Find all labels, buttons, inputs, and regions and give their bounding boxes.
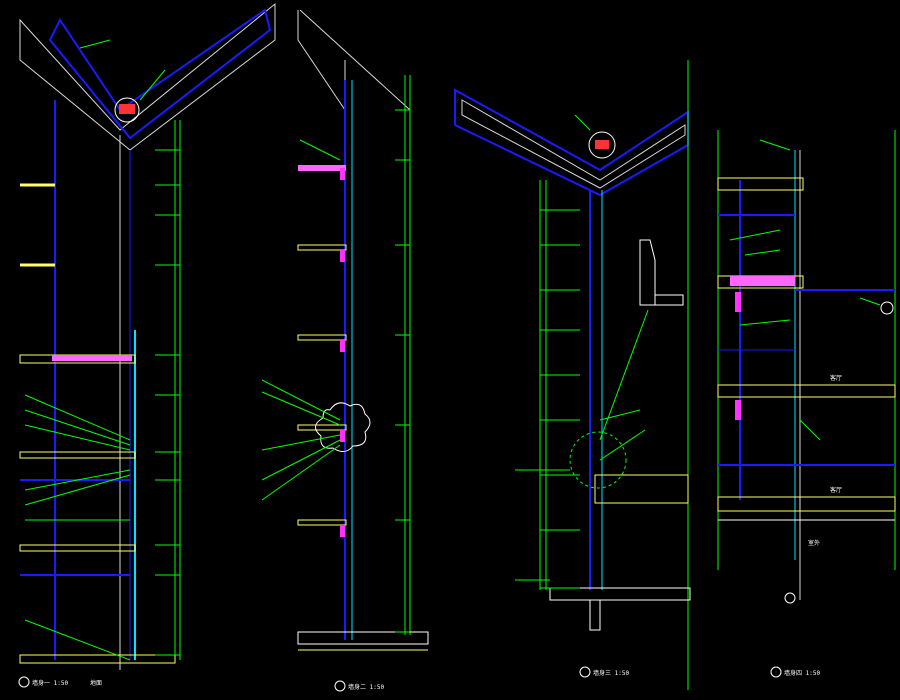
gutter-detail-circle-1: [114, 97, 140, 123]
roof-outline-3: [461, 99, 686, 189]
roof-outline-1: [19, 2, 276, 151]
wall-section-1: 墙身一 1:50 地面: [18, 2, 276, 688]
dim-ticks-3: [540, 209, 580, 589]
slab-2b: [297, 334, 347, 341]
slab-trim-4: [730, 276, 795, 286]
slab-1c: [19, 544, 136, 552]
floor-label-4: 室外: [808, 539, 820, 547]
section-title-3: 墙身三 1:50: [593, 669, 629, 677]
section-title-marker-4: [770, 666, 782, 678]
gutter-icon-3: [595, 140, 609, 149]
gutter-icon-1: [119, 104, 135, 114]
leader-lines-2: [261, 139, 341, 501]
section-title-1: 墙身一 1:50: [32, 679, 68, 687]
slab-1d: [19, 654, 176, 664]
wall-section-2: 墙身二 1:50: [261, 9, 429, 692]
floor-slab-3: [594, 474, 689, 504]
leader-lines-4: [729, 139, 881, 441]
slab-trim-2a: [298, 165, 346, 171]
detail-marker-icon-4: [880, 301, 894, 315]
wall-section-4: 墙身四 1:50 客厅 客厅 室外: [717, 130, 896, 678]
trim-marks-2: [340, 168, 345, 537]
floor-label-1: 地面: [90, 679, 102, 687]
ground-slab-3: [549, 587, 691, 601]
wall-section-3: 墙身三 1:50: [454, 60, 691, 690]
dim-ticks-2: [395, 109, 410, 633]
trim-marks-4: [735, 292, 741, 420]
detail-profile-3: [639, 239, 656, 306]
gutter-detail-circle-3: [588, 131, 616, 159]
slab-1b: [19, 451, 136, 459]
section-marker-icon-4: [784, 592, 796, 604]
section-marker-icon-1: [18, 676, 30, 688]
section-marker-icon-3: [579, 666, 591, 678]
room-label-4a: 客厅: [830, 374, 842, 382]
roof-slope-2: [299, 9, 411, 111]
detail-circle-3: [569, 431, 627, 489]
section-title-2: 墙身二 1:50: [348, 683, 384, 691]
section-title-4: 墙身四 1:50: [784, 669, 820, 677]
leader-lines-1: [24, 39, 166, 661]
revision-cloud-icon: [315, 402, 371, 452]
leader-lines-3: [515, 114, 649, 581]
ground-slab-2: [297, 631, 429, 645]
footing-3: [589, 599, 601, 631]
slab-trim-1a: [52, 355, 132, 361]
slab-4a: [717, 177, 804, 191]
slab-2c: [297, 424, 347, 431]
section-marker-icon-2: [334, 680, 346, 692]
slab-2a: [297, 244, 347, 251]
slab-4c: [717, 384, 896, 398]
slab-2d: [297, 519, 347, 526]
detail-bracket-3: [654, 294, 684, 306]
dim-ticks-1: [155, 149, 180, 656]
slab-4d: [717, 496, 896, 512]
room-label-4b: 客厅: [830, 486, 842, 494]
